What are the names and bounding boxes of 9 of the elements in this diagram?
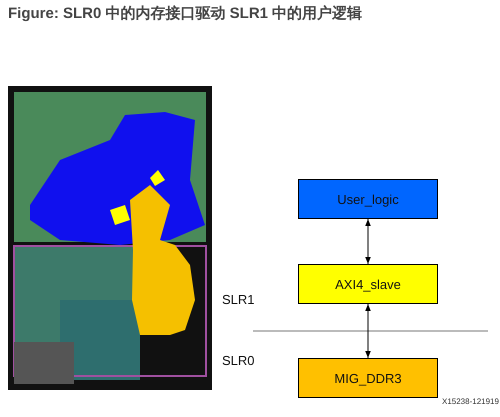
figure-id: X15238-121919	[442, 397, 499, 406]
region-label: SLR1	[222, 292, 255, 307]
title: Figure: SLR0 中的内存接口驱动 SLR1 中的用户逻辑	[8, 4, 362, 23]
arrow	[365, 304, 371, 358]
process-box: User_logic	[298, 179, 438, 219]
process-box: AXI4_slave	[298, 264, 438, 304]
process-box: MIG_DDR3	[298, 358, 438, 398]
region-label: SLR0	[222, 353, 255, 368]
arrow	[365, 218, 371, 264]
